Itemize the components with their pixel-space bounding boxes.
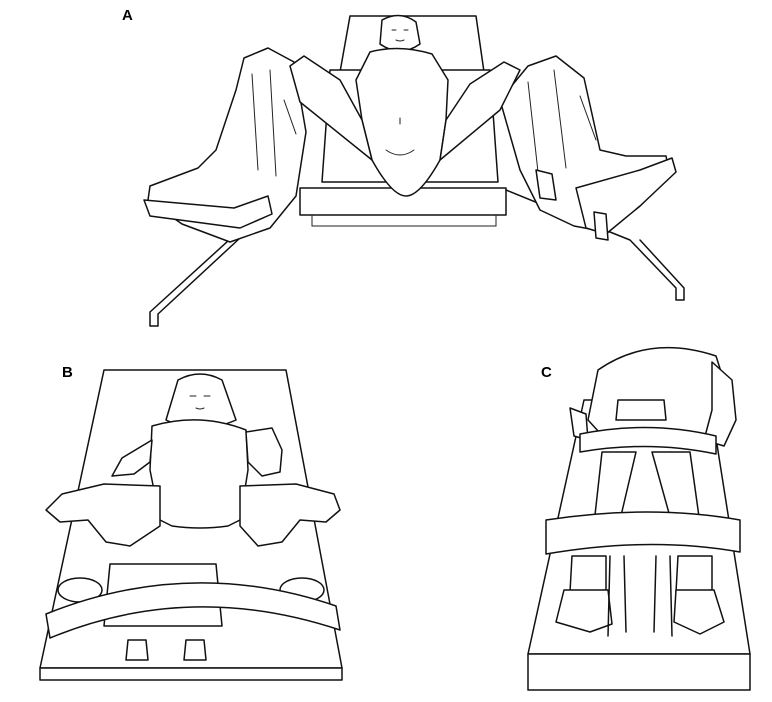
- table-c-base: [527, 653, 751, 691]
- frame-rail-right: [653, 555, 673, 637]
- frame-rail-left: [607, 555, 627, 637]
- panel-a-label: A: [122, 7, 133, 24]
- upper-strap: [579, 426, 717, 455]
- head-support: [615, 399, 667, 421]
- patient-c-right-arm: [703, 361, 737, 447]
- patient-a-torso: [355, 47, 449, 197]
- leg-strap: [45, 582, 341, 639]
- patient-c-left-foot: [555, 589, 613, 633]
- right-strap: [535, 169, 557, 201]
- right-strap-lower: [593, 211, 609, 241]
- panel-c-label: C: [541, 364, 552, 381]
- patient-c-right-lower-leg: [675, 555, 713, 593]
- patient-b-right-arm: [245, 427, 283, 477]
- patient-b-right-leg: [239, 483, 341, 547]
- table-base: [299, 187, 507, 216]
- panel-a-illustration: [143, 14, 685, 327]
- panel-c-illustration: [527, 346, 751, 691]
- panel-b-label: B: [62, 364, 73, 381]
- patient-b-left-foot: [125, 639, 149, 661]
- left-boot-sole: [143, 195, 273, 229]
- patient-b-right-foot: [183, 639, 207, 661]
- patient-a-right-thigh: [439, 61, 521, 161]
- patient-b-left-arm: [111, 439, 153, 477]
- patient-c-left-lower-leg: [569, 555, 607, 593]
- table-b-edge: [39, 667, 343, 681]
- patient-b-left-leg: [45, 483, 161, 547]
- patient-b-torso: [149, 419, 249, 529]
- lower-strap: [545, 511, 741, 555]
- panel-b-illustration: [39, 369, 343, 681]
- patient-a-left-thigh: [289, 55, 373, 161]
- patient-a-head: [379, 14, 421, 52]
- patient-c-right-foot: [673, 589, 725, 635]
